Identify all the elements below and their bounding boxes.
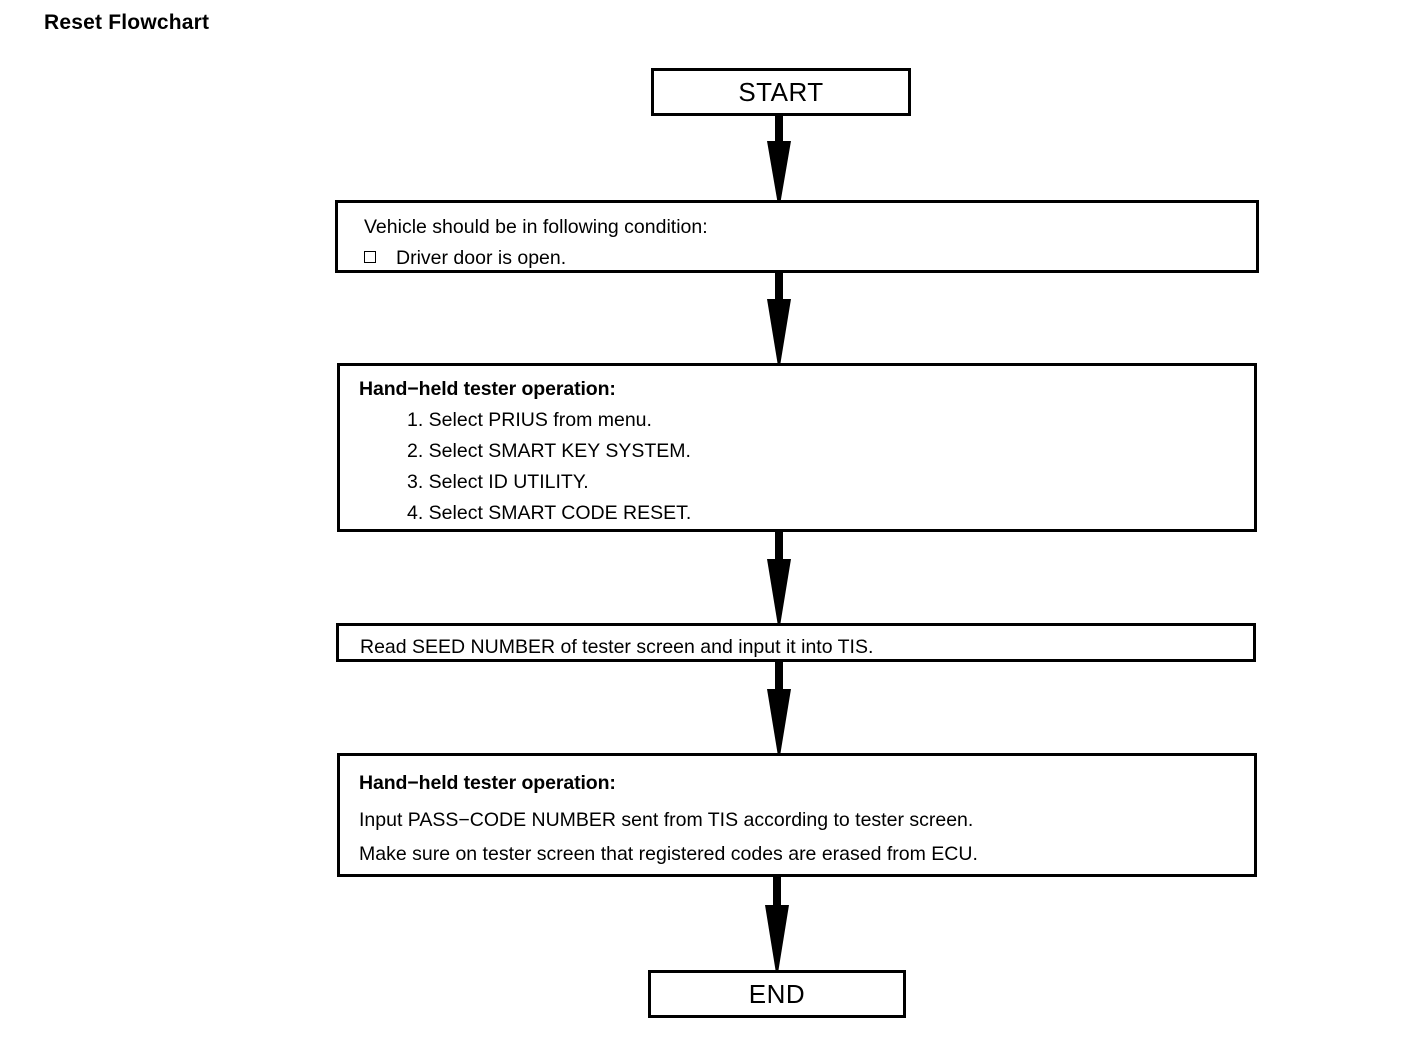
operation-2-line: Make sure on tester screen that register…	[359, 843, 978, 865]
flowchart-node-operation-1[interactable]: Hand−held tester operation: 1. Select PR…	[337, 363, 1257, 532]
operation-2-heading: Hand−held tester operation:	[359, 772, 616, 794]
arrow-condition-to-operation-1	[767, 273, 791, 363]
node-end-label: END	[748, 978, 806, 1009]
arrow-operation-2-to-end	[765, 877, 789, 970]
page-title: Reset Flowchart	[44, 11, 210, 34]
arrow-operation-1-to-read-seed	[767, 532, 791, 623]
condition-bullet-item: Driver door is open.	[364, 243, 1256, 274]
operation-1-step: 4. Select SMART CODE RESET.	[407, 502, 692, 524]
operation-1-steps: 1. Select PRIUS from menu. 2. Select SMA…	[407, 405, 1254, 529]
node-start-label: START	[738, 76, 824, 107]
flowchart-node-condition[interactable]: Vehicle should be in following condition…	[335, 200, 1259, 273]
empty-square-bullet-icon	[364, 251, 376, 263]
flowchart-node-operation-2[interactable]: Hand−held tester operation: Input PASS−C…	[337, 753, 1257, 877]
arrow-read-seed-to-operation-2	[767, 662, 791, 753]
condition-bullet-label: Driver door is open.	[396, 247, 567, 269]
flowchart-node-start[interactable]: START	[651, 68, 911, 116]
flowchart-node-end[interactable]: END	[648, 970, 906, 1018]
operation-2-line: Input PASS−CODE NUMBER sent from TIS acc…	[359, 809, 974, 831]
operation-1-step: 2. Select SMART KEY SYSTEM.	[407, 440, 691, 462]
read-seed-text: Read SEED NUMBER of tester screen and in…	[360, 636, 874, 658]
operation-1-heading: Hand−held tester operation:	[359, 378, 616, 400]
flowchart-node-read-seed[interactable]: Read SEED NUMBER of tester screen and in…	[336, 623, 1256, 662]
condition-heading: Vehicle should be in following condition…	[364, 216, 708, 238]
operation-1-step: 1. Select PRIUS from menu.	[407, 409, 652, 431]
operation-1-step: 3. Select ID UTILITY.	[407, 471, 589, 493]
arrow-start-to-condition	[767, 116, 791, 202]
